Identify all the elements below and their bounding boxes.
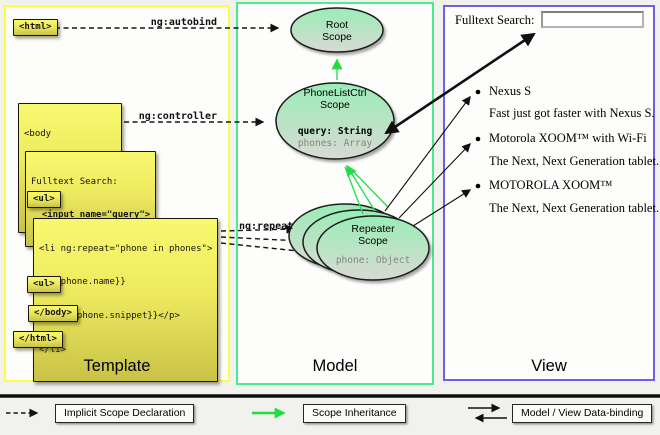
- html-open-tag-box: <html>: [13, 19, 58, 37]
- scope-inheritance-arrows: [331, 58, 389, 215]
- implicit-scope-arrows: [55, 23, 310, 256]
- view-item-snippet: Fast just got faster with Nexus S.: [489, 106, 655, 120]
- code-line: <body: [24, 128, 52, 139]
- view-column-label: View: [531, 357, 567, 375]
- body-close-tag-box: </body>: [28, 305, 78, 323]
- html-close-tag-box: </html>: [13, 331, 63, 349]
- code-line: {{phone.name}}: [39, 277, 126, 288]
- view-item-snippet: The Next, Next Generation tablet.: [489, 154, 660, 168]
- root-scope-line1: Root: [325, 19, 349, 31]
- legend-model-view-data-binding: Model / View Data-binding: [512, 404, 653, 423]
- repeater-line2: Scope: [358, 235, 388, 248]
- root-scope-line2: Scope: [322, 31, 352, 44]
- ul-close-tag-box: <ul>: [27, 276, 61, 294]
- code-line: <li ng:repeat="phone in phones">: [39, 243, 213, 254]
- view-item-title: MOTOROLA XOOM™: [489, 178, 613, 192]
- view-list-bullets: [475, 89, 481, 189]
- li-repeat-code-box: <li ng:repeat="phone in phones"> {{phone…: [33, 218, 219, 382]
- code-line: </li>: [39, 344, 67, 355]
- phonelistctrl-scope-label: PhoneListCtrl Scope: [276, 87, 394, 111]
- repeater-scope-ellipse-front: [316, 215, 430, 281]
- legend-implicit-scope-declaration: Implicit Scope Declaration: [55, 404, 195, 423]
- repeater-scope-label: Repeater Scope: [318, 223, 428, 247]
- view-item-title: Motorola XOOM™ with Wi-Fi: [489, 131, 647, 145]
- view-search-input[interactable]: [541, 11, 644, 28]
- data-binding-arrows: [384, 32, 536, 227]
- ng-autobind-label: ng:autobind: [150, 17, 217, 28]
- view-item-snippet: The Next, Next Generation tablet.: [489, 201, 660, 215]
- phonelistctrl-line2: Scope: [320, 99, 350, 112]
- repeater-line1: Repeater: [351, 223, 395, 235]
- root-scope-ellipse: [290, 7, 384, 53]
- model-column-label: Model: [312, 357, 358, 375]
- phone-property-label: phone: Object: [335, 255, 411, 266]
- root-scope-label: Root Scope: [292, 19, 382, 43]
- scope-ellipses: [275, 7, 430, 281]
- template-column-label: Template: [83, 357, 151, 375]
- query-property-label: query: String: [297, 126, 373, 137]
- legend-scope-inheritance: Scope Inheritance: [303, 404, 406, 423]
- phones-property-label: phones: Array: [297, 138, 373, 149]
- view-item-title: Nexus S: [489, 84, 532, 98]
- view-search-label: Fulltext Search:: [455, 13, 535, 27]
- legend-double-arrow-icon: [468, 403, 507, 423]
- ul-open-tag-box: <ul>: [27, 191, 61, 209]
- code-line: <input name="query">: [31, 210, 151, 221]
- phonelistctrl-line1: PhoneListCtrl: [303, 87, 367, 99]
- ng-repeat-label: ng:repeat: [239, 221, 294, 232]
- code-line: Fulltext Search:: [31, 176, 118, 187]
- ng-controller-label: ng:controller: [138, 111, 217, 122]
- code-line: <p>{{phone.snippet}}</p>: [39, 311, 180, 321]
